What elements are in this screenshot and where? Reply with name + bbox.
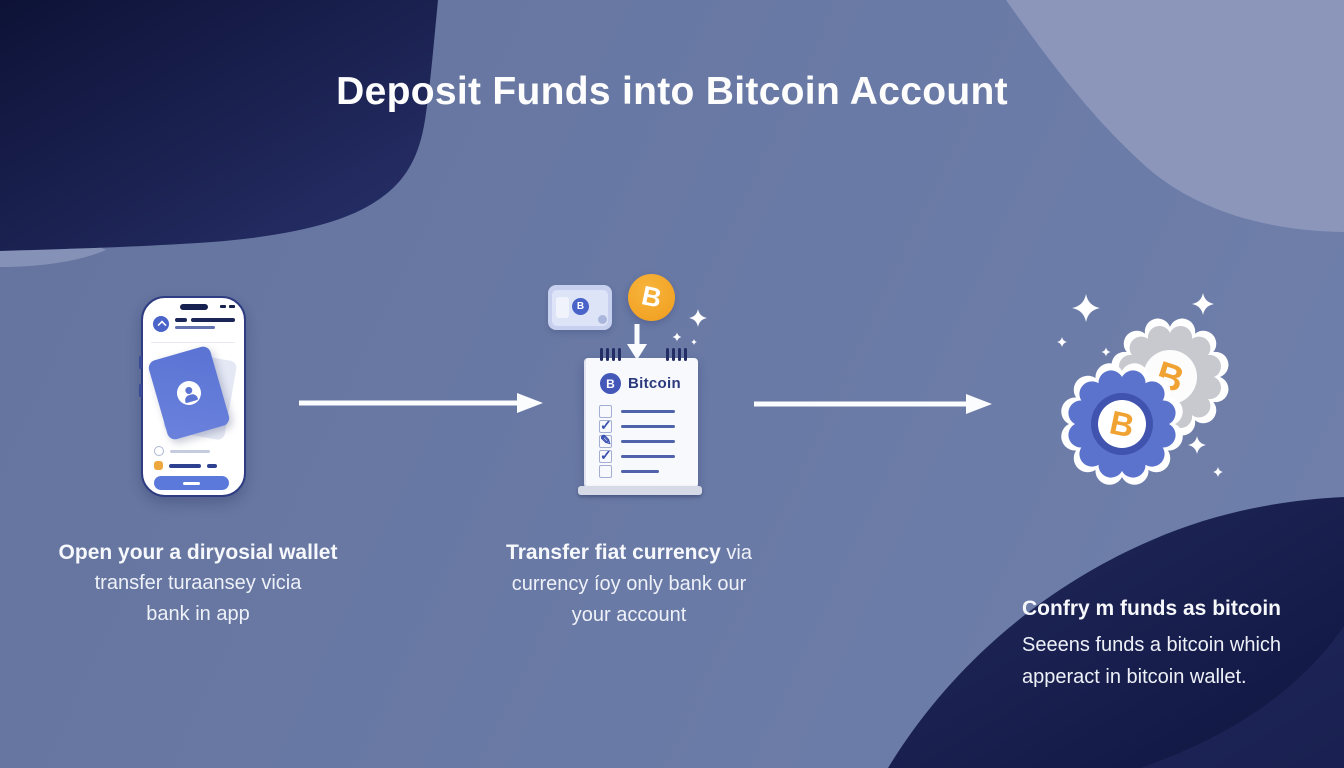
wallet-illustration: B [548,285,612,330]
wallet-coin-icon: B [572,298,589,315]
light-blob-top-right [1006,0,1344,232]
bitcoin-badge-icon: B [600,373,621,394]
checklist-row [599,464,688,479]
dark-blob-bottom-right [888,497,1344,768]
spiral-coils [666,348,687,361]
notepad-title: Bitcoin [628,375,681,392]
arrow-down-icon [627,324,647,360]
wallet-clasp [598,315,607,324]
card-badge [174,378,204,408]
sparkles [672,309,707,345]
step3-caption-title: Confry m funds as bitcoin [1022,597,1282,620]
step3-caption: Confry m funds as bitcoin Seeens funds a… [1022,593,1312,693]
step2-caption-line: your account [571,604,687,626]
checklist-row: ✓ [599,417,688,434]
checklist-row [599,404,688,419]
checkbox-checked-icon: ✓ [599,447,612,463]
step3-caption-line: apperact in bitcoin wallet. [1022,666,1247,688]
checklist-notepad: B Bitcoin ✓ ✎ ✓ [584,348,698,488]
coin-icon [154,461,163,470]
step1-caption-line: bank in app [146,603,250,625]
bitcoin-coins-illustration: B B [1057,293,1229,485]
phone-app-header [153,316,235,332]
phone-side-button [139,356,142,369]
phone-status-icons [220,305,235,308]
sparkles [1057,293,1223,477]
step2-caption-line: currency íoy only bank our [511,573,747,595]
step3-caption-line: Seeens funds a bitcoin which [1022,634,1282,656]
dark-blob-top-left [0,0,438,251]
blue-coin-icon: B [1061,363,1183,485]
dark-blob-corner-sweep [1140,626,1344,768]
list-item [154,461,217,470]
phone-notch [179,304,208,310]
checkbox-pencil-icon: ✎ [599,432,612,448]
arrow-right-icon [754,394,992,414]
step1-caption-line: transfer turaansey vicia [94,572,302,594]
step2-caption-title: Transfer fiat currency via [506,541,752,564]
person-icon [183,385,193,395]
list-item [154,446,210,456]
header-text-lines [175,316,235,329]
spiral-coils [600,348,621,361]
page-title: Deposit Funds into Bitcoin Account [336,70,1008,113]
divider [151,342,235,343]
step2-caption: Transfer fiat currency via currency íoy … [468,537,790,631]
phone-side-button [139,384,142,397]
checkbox-checked-icon: ✓ [599,417,612,433]
notepad-base [578,486,702,495]
wallet-slot [556,297,569,318]
circle-icon [154,446,164,456]
app-action-button [154,476,229,490]
checklist: ✓ ✎ ✓ [599,404,688,479]
notepad-header: B Bitcoin [600,373,681,394]
step1-caption: Open your a diryosial wallet transfer tu… [37,537,359,630]
avatar-icon [153,316,169,332]
checkbox-icon [599,465,612,478]
arrow-right-icon [299,393,543,413]
checklist-row: ✎ [599,432,688,449]
phone-illustration [139,296,246,497]
checklist-row: ✓ [599,447,688,464]
checkbox-icon [599,405,612,418]
step1-caption-title: Open your a diryosial wallet [58,541,338,564]
